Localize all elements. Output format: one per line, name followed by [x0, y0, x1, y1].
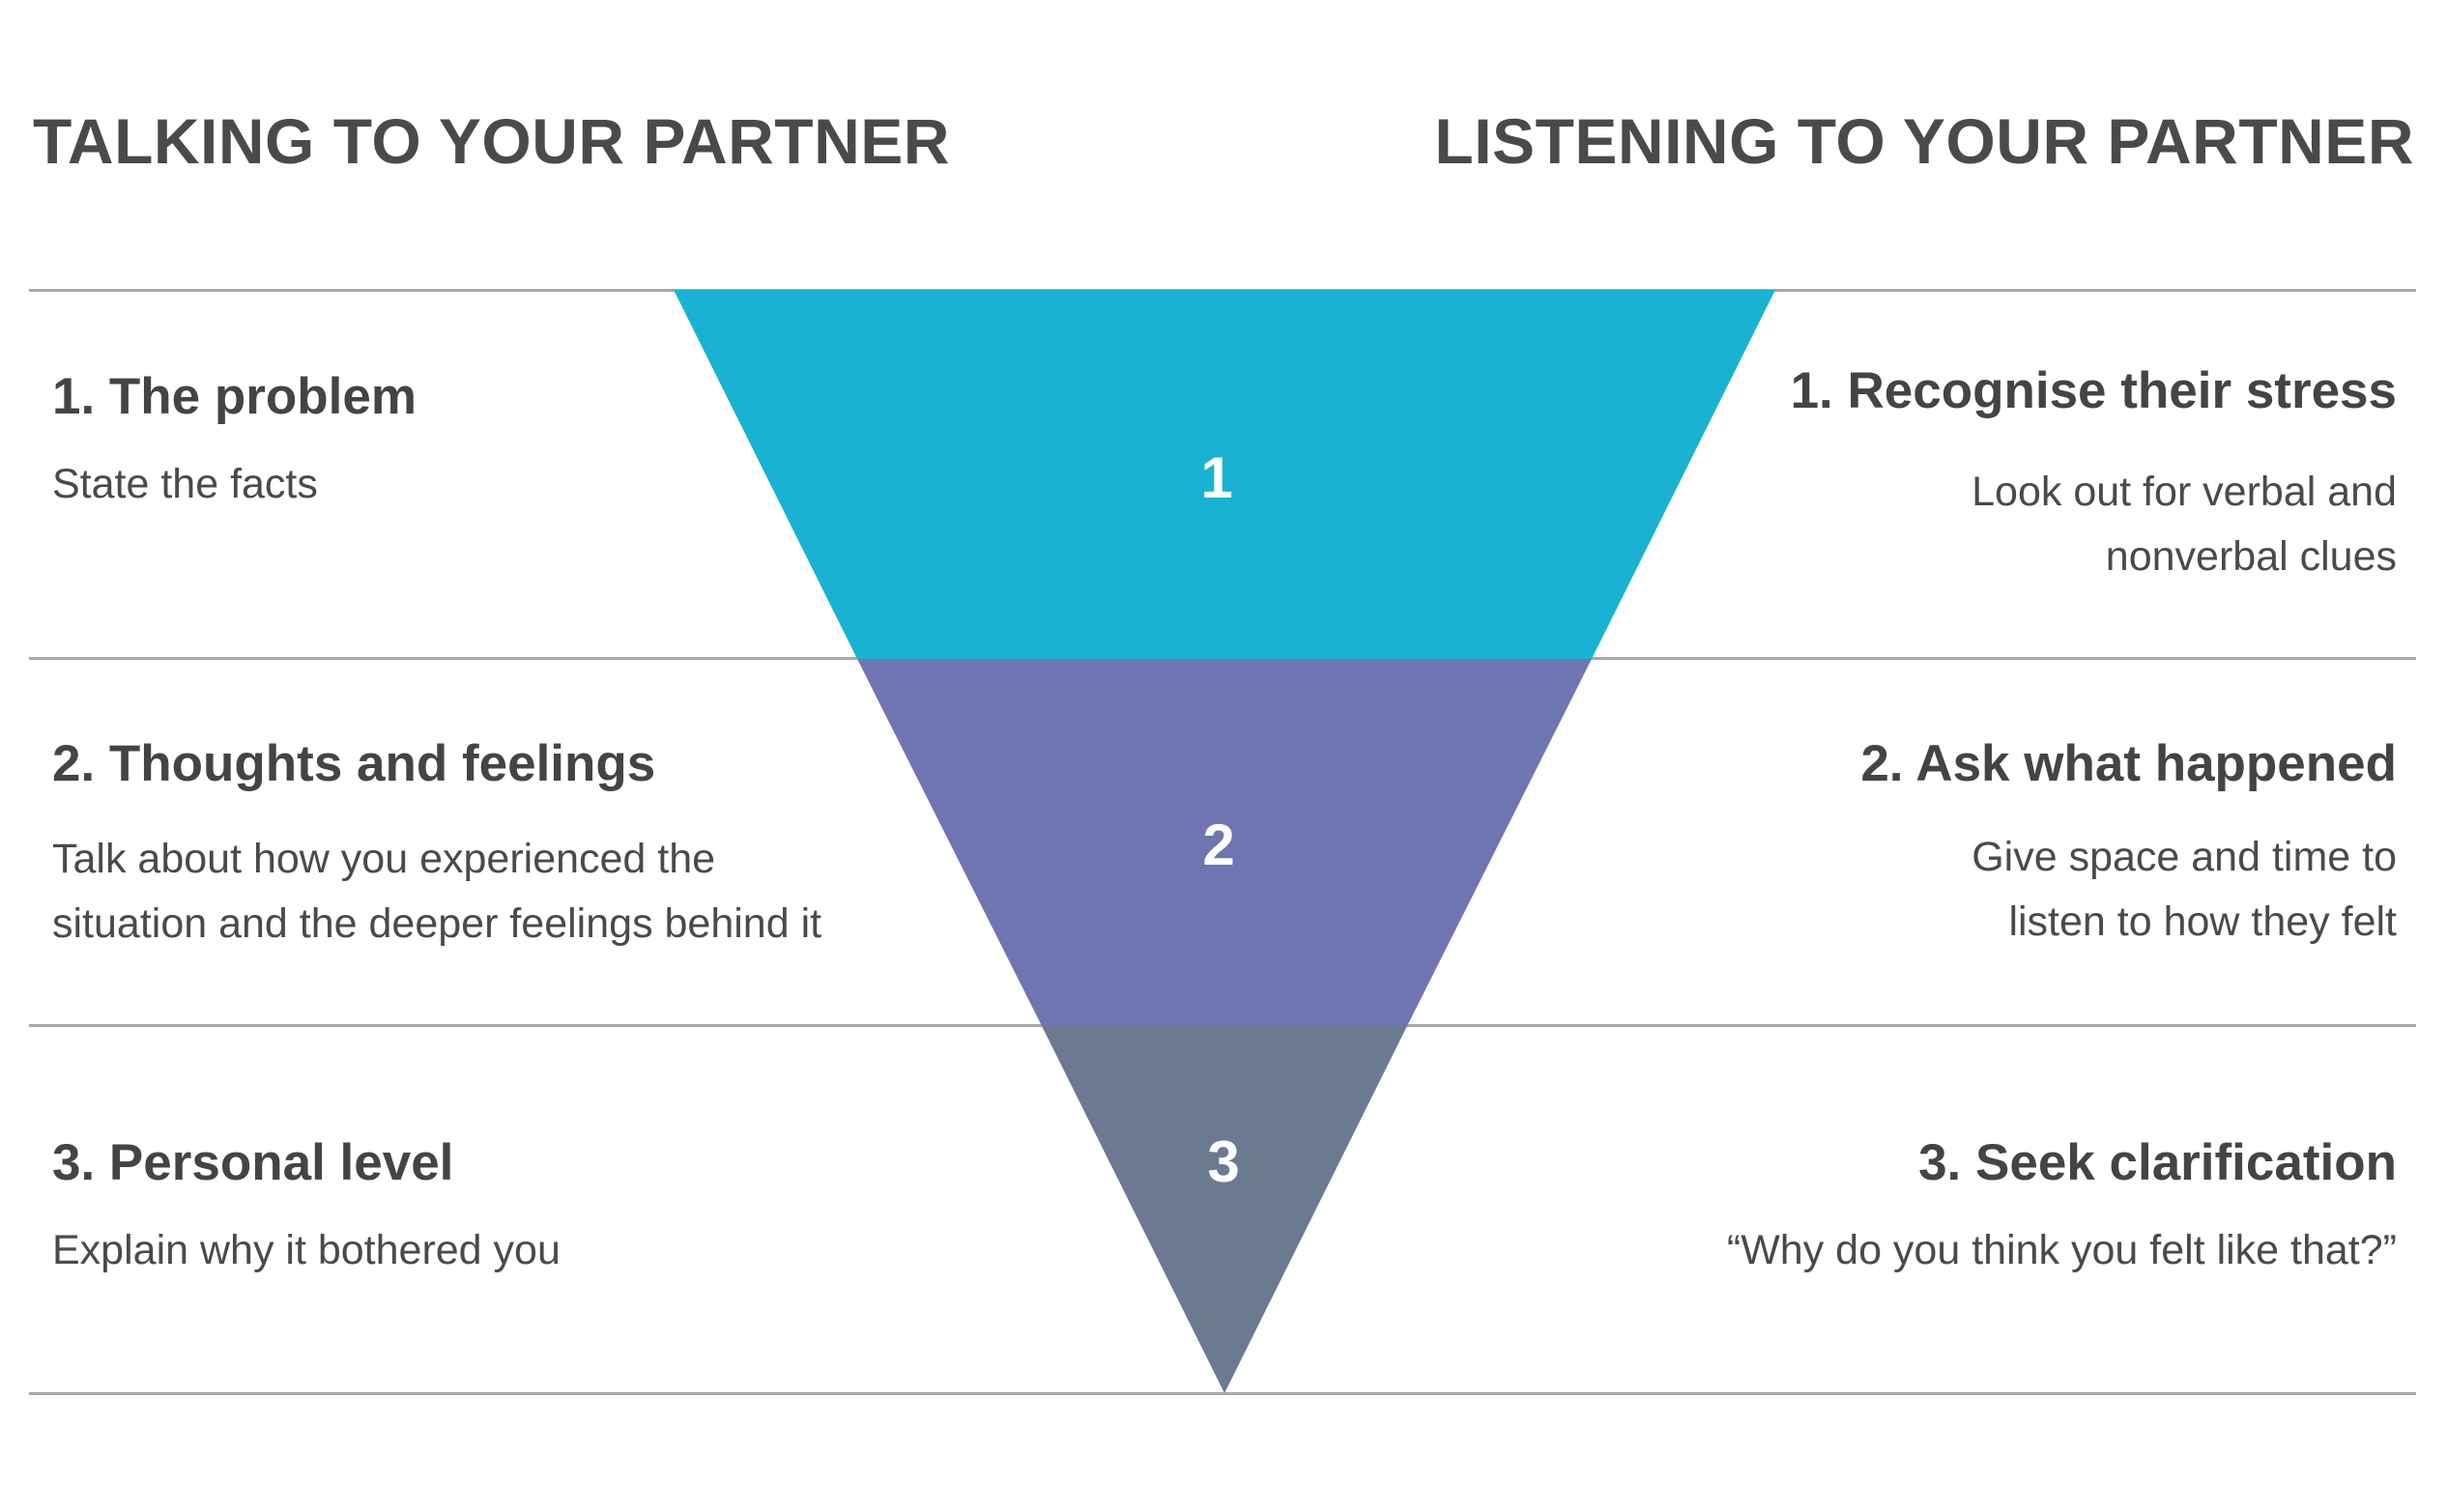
talking-step-2-desc-line: Talk about how you experienced the: [52, 836, 716, 882]
listening-step-1-desc: Look out for verbal and nonverbal clues: [1527, 460, 2397, 589]
talking-step-3-desc: Explain why it bothered you: [52, 1218, 922, 1283]
funnel-level-2-number: 2: [1202, 813, 1234, 877]
talking-step-3-title: 3. Personal level: [52, 1134, 454, 1191]
listening-step-3-desc: “Why do you think you felt like that?”: [1527, 1218, 2397, 1283]
listening-step-2-desc: Give space and time to listen to how the…: [1527, 825, 2397, 955]
listening-step-2-desc-line: listen to how they felt: [2008, 899, 2397, 945]
funnel-level-3: [1042, 1026, 1407, 1393]
listening-step-1-title: 1. Recognise their stress: [1790, 362, 2397, 419]
listening-step-3-title: 3. Seek clarification: [1918, 1134, 2397, 1191]
funnel-level-2: [857, 659, 1592, 1026]
listening-step-2-desc-line: Give space and time to: [1972, 834, 2397, 880]
listening-step-2-title: 2. Ask what happened: [1860, 735, 2397, 792]
listening-step-3-desc-line: “Why do you think you felt like that?”: [1726, 1227, 2397, 1273]
talking-step-3-desc-line: Explain why it bothered you: [52, 1227, 561, 1273]
talking-step-2-desc: Talk about how you experienced the situa…: [52, 827, 922, 956]
talking-step-1-desc: State the facts: [52, 452, 922, 517]
divider-bottom: [29, 1392, 2416, 1395]
listening-step-1-desc-line: Look out for verbal and: [1972, 469, 2397, 515]
funnel-level-3-number: 3: [1207, 1129, 1239, 1194]
talking-step-2-title: 2. Thoughts and feelings: [52, 735, 656, 792]
talking-step-1-title: 1. The problem: [52, 368, 417, 425]
listening-header: LISTENING TO YOUR PARTNER: [1434, 105, 2414, 177]
funnel-level-1: [674, 290, 1775, 659]
talking-step-2-desc-line: situation and the deeper feelings behind…: [52, 900, 822, 947]
funnel-level-1-number: 1: [1200, 445, 1232, 510]
listening-step-1-desc-line: nonverbal clues: [2105, 533, 2397, 580]
talking-step-1-desc-line: State the facts: [52, 461, 318, 507]
talking-header: TALKING TO YOUR PARTNER: [33, 105, 950, 177]
